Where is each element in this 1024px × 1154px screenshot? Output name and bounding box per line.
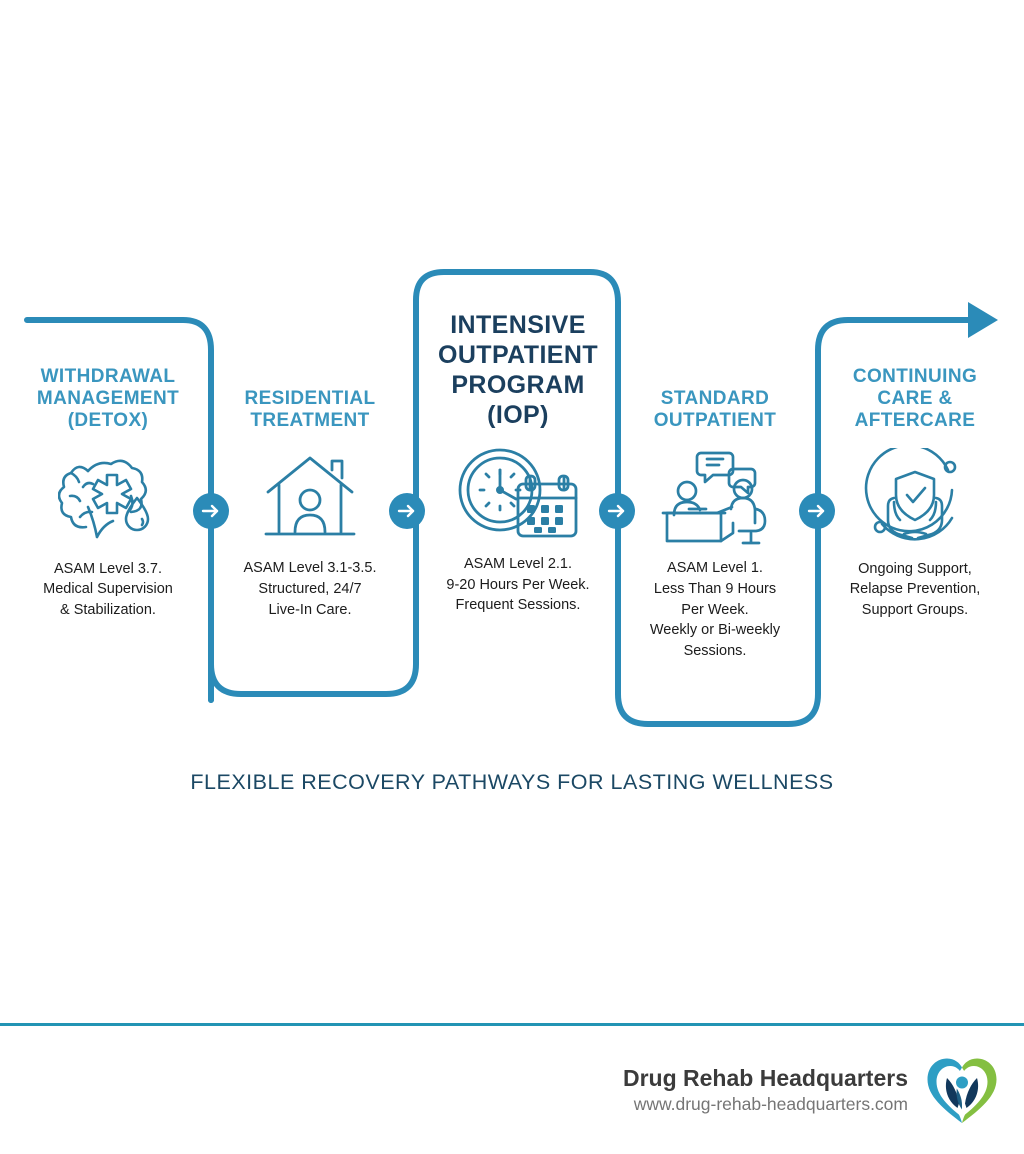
connector-arrow-2 — [389, 493, 425, 529]
stage-column-intensive-outpatient-program: INTENSIVE OUTPATIENT PROGRAM (IOP) — [428, 310, 608, 616]
counseling-desk-icon — [661, 452, 767, 545]
stage-icon-wrapper — [16, 445, 200, 549]
brand-url[interactable]: www.drug-rehab-headquarters.com — [633, 1094, 908, 1114]
stage-description: Ongoing Support, Relapse Prevention, Sup… — [849, 560, 981, 618]
stage-icon-wrapper — [225, 444, 395, 548]
connector-arrow-1 — [193, 493, 229, 529]
footer-divider — [0, 1023, 1024, 1026]
arrow-right-icon — [397, 504, 415, 518]
stage-title: RESIDENTIAL TREATMENT — [244, 388, 376, 432]
arrow-right-icon — [201, 504, 219, 518]
footer-text-block: Drug Rehab Headquarters www.drug-rehab-h… — [623, 1064, 908, 1116]
flow-segment-1 — [24, 317, 214, 703]
connector-arrow-3 — [599, 493, 635, 529]
stage-column-withdrawal-management: WITHDRAWAL MANAGEMENT (DETOX) ASA — [16, 366, 200, 620]
stage-title: WITHDRAWAL MANAGEMENT (DETOX) — [36, 366, 180, 432]
stage-icon-wrapper — [832, 445, 998, 549]
arrow-right-icon — [607, 504, 625, 518]
infographic-stage: WITHDRAWAL MANAGEMENT (DETOX) ASA — [16, 269, 998, 794]
hands-shield-check-icon — [864, 447, 957, 541]
stage-title: CONTINUING CARE & AFTERCARE — [852, 366, 978, 432]
connector-arrow-4 — [799, 493, 835, 529]
stage-description: ASAM Level 2.1. 9-20 Hours Per Week. Fre… — [446, 556, 590, 614]
brand-name: Drug Rehab Headquarters — [622, 1065, 908, 1092]
clock-calendar-icon — [458, 448, 578, 538]
stage-column-standard-outpatient: STANDARD OUTPATIENT — [634, 388, 796, 661]
tagline: FLEXIBLE RECOVERY PATHWAYS FOR LASTING W… — [190, 770, 834, 794]
flow-arrowhead — [968, 302, 998, 338]
stage-title: STANDARD OUTPATIENT — [653, 388, 777, 432]
flow-path-diagram — [24, 269, 998, 727]
stage-icon-wrapper — [634, 444, 796, 548]
flow-segment-3 — [615, 317, 978, 727]
stage-description: ASAM Level 3.1-3.5. Structured, 24/7 Liv… — [243, 560, 377, 618]
stage-column-residential-treatment: RESIDENTIAL TREATMENT ASAM Level 3.1-3.5… — [225, 388, 395, 620]
stage-column-continuing-care-aftercare: CONTINUING CARE & AFTERCARE — [832, 366, 998, 620]
flow-segment-2 — [208, 269, 621, 703]
stage-title: INTENSIVE OUTPATIENT PROGRAM (IOP) — [437, 311, 598, 429]
footer: Drug Rehab Headquarters www.drug-rehab-h… — [0, 1026, 1024, 1154]
heart-people-logo — [927, 1058, 997, 1123]
house-person-icon — [264, 457, 356, 536]
arrow-right-icon — [807, 504, 825, 518]
stage-description: ASAM Level 3.7. Medical Supervision & St… — [43, 560, 173, 618]
stage-description: ASAM Level 1. Less Than 9 Hours Per Week… — [649, 560, 781, 659]
stage-icon-wrapper — [428, 440, 608, 544]
brain-medical-icon — [58, 459, 150, 538]
